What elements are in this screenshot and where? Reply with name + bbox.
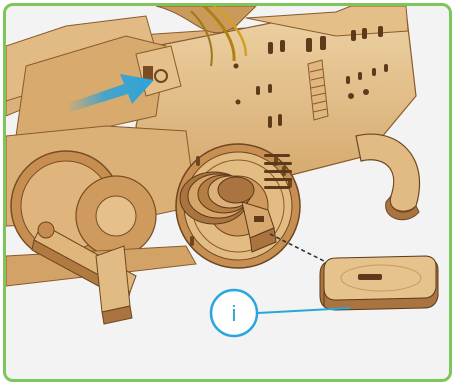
rear-hook: [356, 134, 420, 220]
instruction-panel: i: [3, 3, 452, 382]
assembly-illustration: i: [6, 6, 449, 379]
cap-part: [320, 256, 438, 310]
callout-label: i: [232, 301, 237, 326]
